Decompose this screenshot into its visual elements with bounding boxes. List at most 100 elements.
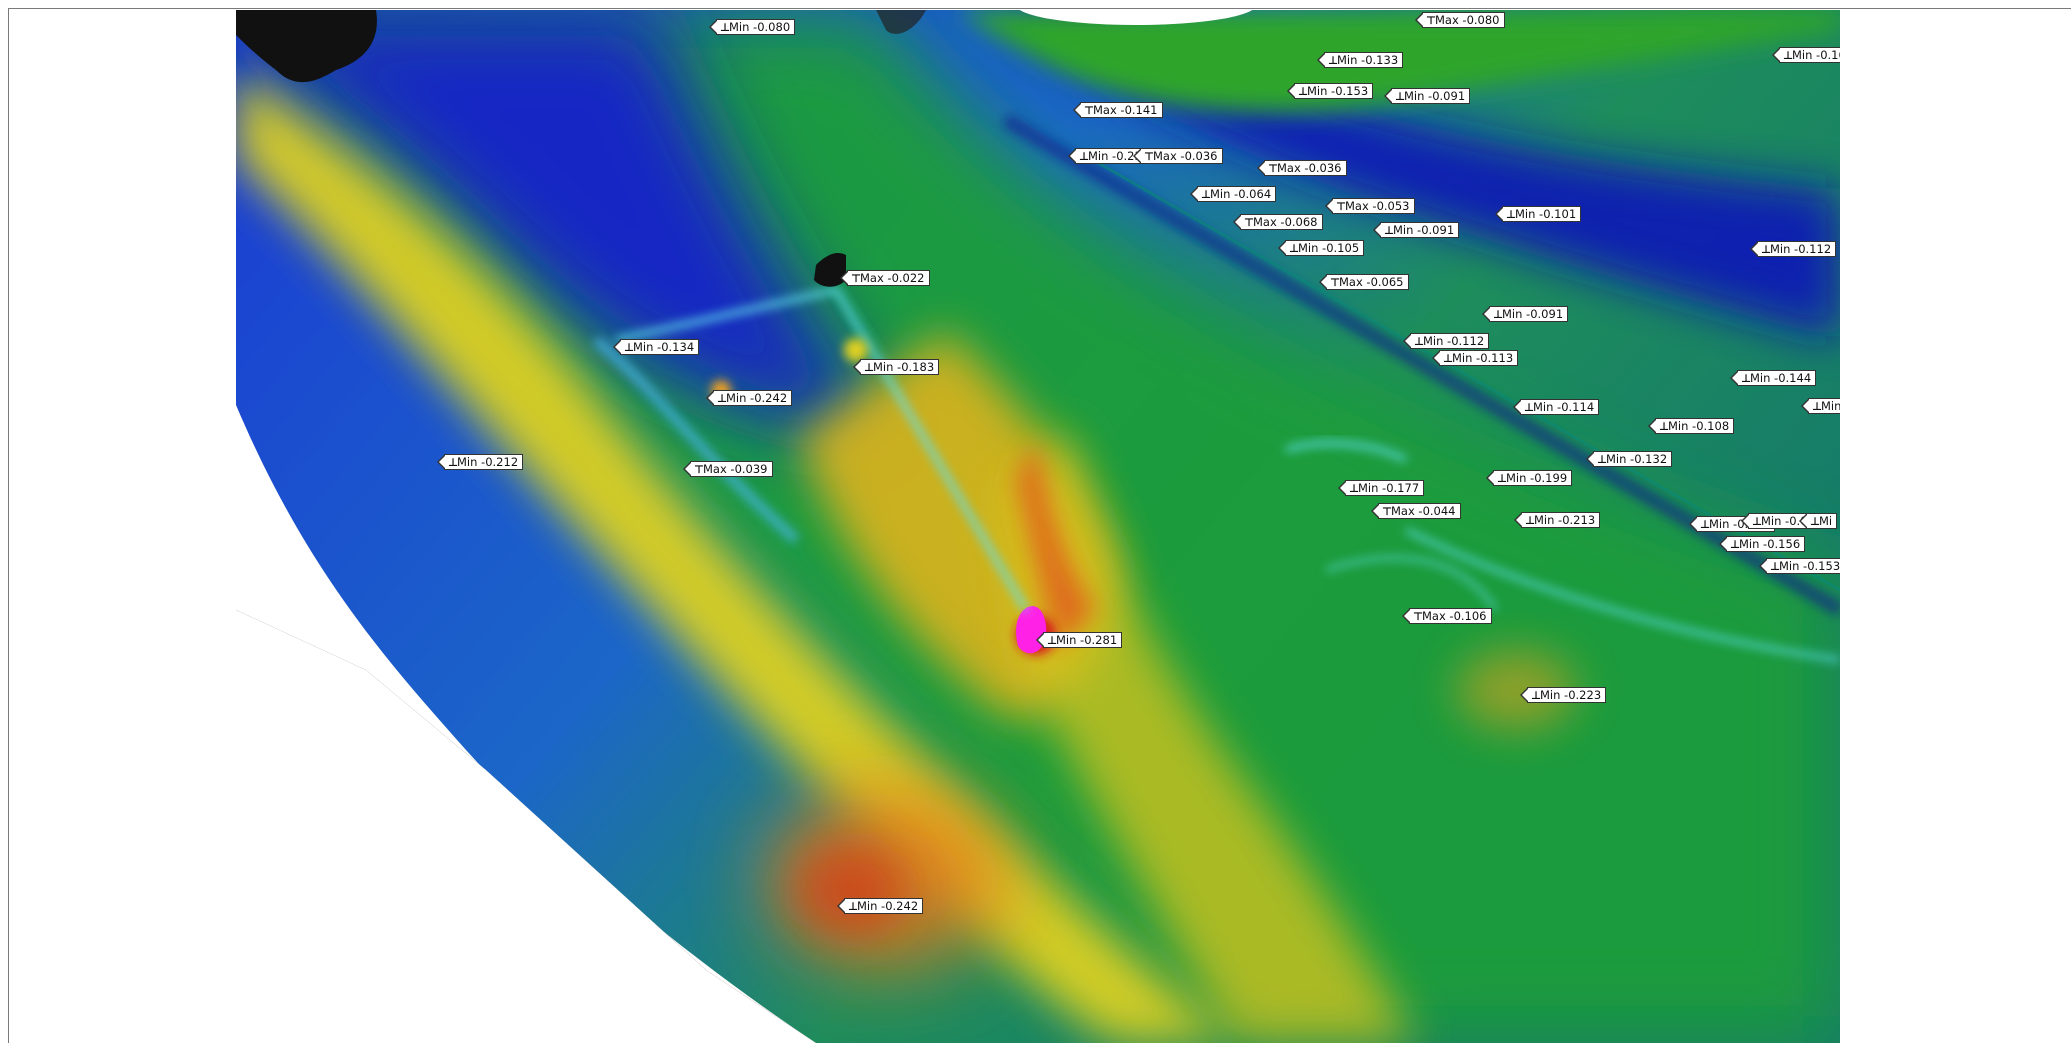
max-marker-icon: ⊤ — [851, 272, 862, 285]
probe-value: Min -0.212 — [457, 455, 519, 469]
min-probe-label[interactable]: ⊥Min -0.112 — [1402, 333, 1490, 349]
min-marker-icon: ⊥ — [848, 900, 859, 913]
probe-value: Min -0.101 — [1515, 207, 1577, 221]
max-marker-icon: ⊤ — [1084, 104, 1095, 117]
max-marker-icon: ⊤ — [1144, 150, 1155, 163]
max-marker-icon: ⊤ — [1413, 610, 1424, 623]
min-probe-label[interactable]: ⊥Min -0.132 — [1585, 451, 1673, 467]
min-marker-icon: ⊥ — [1079, 150, 1090, 163]
min-marker-icon: ⊥ — [1597, 453, 1608, 466]
max-marker-icon: ⊤ — [1426, 14, 1437, 27]
probe-value: Max -0.080 — [1435, 13, 1500, 27]
probe-value: Max -0.036 — [1153, 149, 1218, 163]
max-probe-label[interactable]: ⊤Max -0.065 — [1319, 274, 1409, 290]
probe-value: Min -0.223 — [1540, 688, 1602, 702]
probe-value: Min -0.091 — [1404, 89, 1466, 103]
probe-value: Min -0.144 — [1750, 371, 1812, 385]
probe-value: Max -0.036 — [1277, 161, 1342, 175]
min-probe-label[interactable]: ⊥Min -0.091 — [1383, 88, 1471, 104]
probe-value: Min -0.091 — [1393, 223, 1455, 237]
probe-value: Min -0.242 — [726, 391, 788, 405]
min-marker-icon: ⊥ — [1730, 538, 1741, 551]
probe-value: Min -0.166 — [1792, 48, 1840, 62]
min-probe-label[interactable]: ⊥Min -0.108 — [1647, 418, 1735, 434]
min-probe-label[interactable]: ⊥Min -0.153 — [1758, 558, 1840, 574]
probe-value: Min -0.113 — [1452, 351, 1514, 365]
probe-value: Min -0.213 — [1534, 513, 1596, 527]
max-probe-label[interactable]: ⊤Max -0.068 — [1233, 214, 1323, 230]
min-probe-label[interactable]: ⊥Min -0.23 — [1068, 148, 1147, 164]
max-probe-label[interactable]: ⊤Max -0.036 — [1133, 148, 1223, 164]
probe-value: Min -0.177 — [1358, 481, 1420, 495]
probe-value: Min -0.242 — [857, 899, 919, 913]
min-probe-label[interactable]: ⊥Min -0.242 — [836, 898, 924, 914]
probe-value: Max -0.068 — [1253, 215, 1318, 229]
min-probe-label[interactable]: ⊥Min -0.091 — [1481, 306, 1569, 322]
min-probe-label[interactable]: ⊥Min -0.133 — [1316, 52, 1404, 68]
min-marker-icon: ⊥ — [1506, 208, 1517, 221]
min-probe-label[interactable]: ⊥Min -0.183 — [852, 359, 940, 375]
probe-value: Min -0.134 — [633, 340, 695, 354]
max-probe-label[interactable]: ⊤Max -0.106 — [1402, 608, 1492, 624]
min-probe-label[interactable]: ⊥Min -0.153 — [1286, 83, 1374, 99]
min-probe-label[interactable]: ⊥Min -0.144 — [1729, 370, 1817, 386]
min-marker-icon: ⊥ — [1524, 401, 1535, 414]
min-probe-label[interactable]: ⊥Min -0.112 — [1749, 241, 1837, 257]
min-probe-label[interactable]: ⊥Min -0.281 — [1035, 632, 1123, 648]
min-marker-icon: ⊥ — [448, 456, 459, 469]
min-marker-icon: ⊥ — [1384, 224, 1395, 237]
min-probe-label[interactable]: ⊥Mi — [1798, 513, 1838, 529]
probe-value: Min -0.199 — [1506, 471, 1568, 485]
min-marker-icon: ⊥ — [1812, 400, 1823, 413]
min-probe-label[interactable]: ⊥Min -0.080 — [708, 19, 796, 35]
min-marker-icon: ⊥ — [1752, 515, 1763, 528]
probe-value: Max -0.044 — [1391, 504, 1456, 518]
probe-value: Min -0.281 — [1056, 633, 1118, 647]
min-probe-label[interactable]: ⊥Min -0.105 — [1277, 240, 1365, 256]
min-marker-icon: ⊥ — [1289, 242, 1300, 255]
min-probe-label[interactable]: ⊥Min — [1800, 398, 1840, 414]
max-probe-label[interactable]: ⊤Max -0.080 — [1415, 12, 1505, 28]
max-probe-label[interactable]: ⊤Max -0.053 — [1325, 198, 1415, 214]
min-marker-icon: ⊥ — [1700, 518, 1711, 531]
max-probe-label[interactable]: ⊤Max -0.044 — [1371, 503, 1461, 519]
min-probe-label[interactable]: ⊥Min -0.242 — [705, 390, 793, 406]
probe-value: Min -0.132 — [1606, 452, 1668, 466]
min-probe-label[interactable]: ⊥Min -0.091 — [1372, 222, 1460, 238]
result-viewport[interactable]: ⊥Min -0.080⊤Max -0.080⊥Min -0.166⊥Min -0… — [236, 10, 1840, 1043]
probe-value: Min -0.183 — [873, 360, 935, 374]
probe-value: Min -0.153 — [1779, 559, 1840, 573]
min-probe-label[interactable]: ⊥Min -0.101 — [1494, 206, 1582, 222]
min-marker-icon: ⊥ — [1659, 420, 1670, 433]
probe-value: Min -0.091 — [1502, 307, 1564, 321]
min-probe-label[interactable]: ⊥Min -0.134 — [612, 339, 700, 355]
min-probe-label[interactable]: ⊥Min -0.156 — [1718, 536, 1806, 552]
min-probe-label[interactable]: ⊥Min -0.114 — [1512, 399, 1600, 415]
min-probe-label[interactable]: ⊥Min -0.177 — [1337, 480, 1425, 496]
max-marker-icon: ⊤ — [1336, 200, 1347, 213]
min-probe-label[interactable]: ⊥Min -0.166 — [1771, 47, 1840, 63]
min-probe-label[interactable]: ⊥Min -0.113 — [1431, 350, 1519, 366]
min-probe-label[interactable]: ⊥Min -0.212 — [436, 454, 524, 470]
probe-value: Max -0.022 — [860, 271, 925, 285]
max-probe-label[interactable]: ⊤Max -0.141 — [1073, 102, 1163, 118]
max-probe-label[interactable]: ⊤Max -0.022 — [840, 270, 930, 286]
min-probe-label[interactable]: ⊥Min -0.213 — [1513, 512, 1601, 528]
min-marker-icon: ⊥ — [864, 361, 875, 374]
probe-value: Min — [1821, 399, 1840, 413]
max-probe-label[interactable]: ⊤Max -0.039 — [683, 461, 773, 477]
max-probe-label[interactable]: ⊤Max -0.036 — [1257, 160, 1347, 176]
min-probe-label[interactable]: ⊥Min -0.199 — [1485, 470, 1573, 486]
min-marker-icon: ⊥ — [1395, 90, 1406, 103]
probe-value: Min -0.105 — [1298, 241, 1360, 255]
min-probe-label[interactable]: ⊥Min -0.064 — [1189, 186, 1277, 202]
probe-value: Max -0.039 — [703, 462, 768, 476]
min-marker-icon: ⊥ — [1783, 49, 1794, 62]
max-marker-icon: ⊤ — [1330, 276, 1341, 289]
min-marker-icon: ⊥ — [1810, 515, 1821, 528]
contour-plot — [236, 10, 1840, 1043]
min-marker-icon: ⊥ — [1770, 560, 1781, 573]
min-marker-icon: ⊥ — [1493, 308, 1504, 321]
min-probe-label[interactable]: ⊥Min -0.223 — [1519, 687, 1607, 703]
min-marker-icon: ⊥ — [1201, 188, 1212, 201]
